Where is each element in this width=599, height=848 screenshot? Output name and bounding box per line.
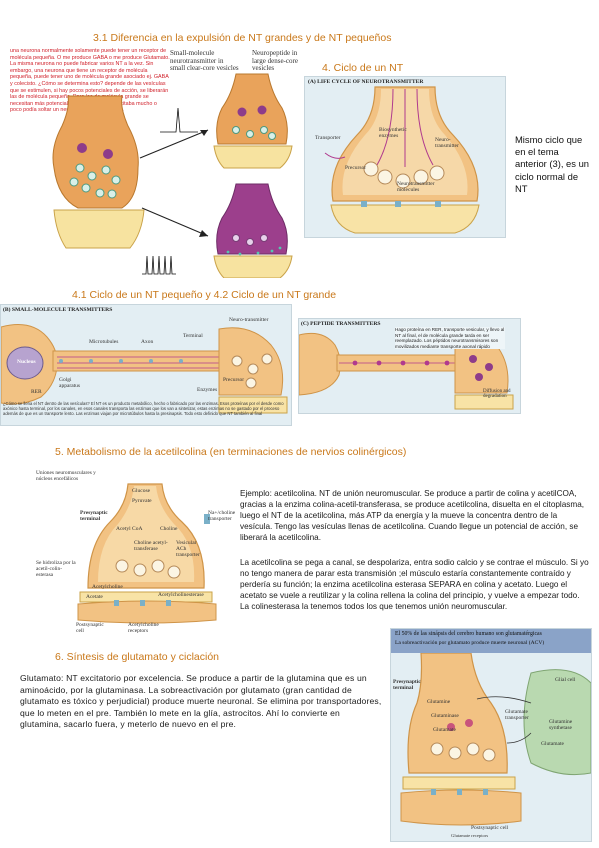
paragraph-acetylcholine-1: Ejemplo: acetilcolina. NT de unión neuro…	[240, 489, 585, 543]
label-glutaminase: Glutaminase	[431, 713, 459, 719]
small-molecule-drawing	[1, 324, 288, 414]
panel-title-peptide: (C) PEPTIDE TRANSMITTERS	[301, 321, 381, 327]
label-diffusion: Diffusion and degradation	[483, 389, 511, 399]
label-glutamate: Glutamate	[433, 727, 456, 733]
label-pyruvate: Pyruvate	[132, 498, 152, 504]
label-nt-molecules: Neurotransmitter molecules	[397, 181, 435, 193]
label-rer: RER	[31, 389, 42, 395]
label-postsynaptic: Postsynaptic cell	[76, 622, 104, 634]
label-glutamine-synthetase: Glutamine synthetase	[549, 719, 573, 731]
heading-4: 4. Ciclo de un NT	[322, 62, 404, 74]
label-biosynthetic-enzymes: Biosynthetic enzymes	[379, 127, 407, 139]
label-acetate: Acetate	[86, 594, 103, 600]
figure-small-molecule-cycle: (B) SMALL-MOLECULE TRANSMITTERS Nucleus …	[0, 304, 292, 426]
label-precursor: Precursor	[345, 165, 367, 171]
label-small-molecule: Small-molecule neurotransmitter in small…	[170, 49, 239, 73]
label-ach-receptors: Acetylcholine receptors	[128, 622, 159, 634]
glutamate-drawing	[391, 653, 591, 841]
vesicle-release-drawing	[52, 73, 293, 278]
figure-nt-life-cycle: (A) LIFE CYCLE OF NEUROTRANSMITTER Trans…	[304, 76, 506, 238]
label-nucleus: Nucleus	[17, 359, 36, 365]
heading-5: 5. Metabolismo de la acetilcolina (en te…	[55, 446, 407, 458]
figure-vesicle-release: una neurona normalmente solamente puede …	[10, 48, 305, 278]
note-peptide: Hago proteína en RER, transporte vesicul…	[395, 327, 505, 350]
panel-title-life-cycle: (A) LIFE CYCLE OF NEUROTRANSMITTER	[308, 79, 424, 85]
acetylcholine-drawing	[77, 483, 217, 624]
life-cycle-drawing	[324, 86, 480, 234]
label-enzymes: Enzymes	[197, 387, 218, 393]
label-neuropeptide: Neuropeptide in large dense-core vesicle…	[252, 49, 298, 73]
heading-3-1: 3.1 Diferencia en la expulsión de NT gra…	[93, 32, 392, 44]
heading-6: 6. Síntesis de glutamato y ciclación	[55, 651, 220, 663]
note-small-molecule: ¿Cómo se llena el NT dentro de las vesíc…	[3, 401, 284, 417]
label-acetyl-coa: Acetyl CoA	[116, 526, 143, 532]
figure-glutamate: El 50% de las sinápsis del cerebro human…	[390, 628, 592, 842]
label-glial-cell: Glial cell	[555, 677, 576, 683]
label-choline: Choline	[160, 526, 178, 532]
label-golgi: Golgi apparatus	[59, 377, 81, 389]
paragraph-acetylcholine-2: La acetilcolina se pega a canal, se desp…	[240, 558, 589, 612]
label-postsynaptic-g: Postsynaptic cell	[471, 825, 509, 831]
label-axon: Axon	[141, 339, 154, 345]
panel-title-small-molecule: (B) SMALL-MOLECULE TRANSMITTERS	[3, 307, 113, 313]
figure-acetylcholine: Uniones neuromusculares y núcleos encefá…	[36, 470, 238, 636]
banner-glutamatergic: El 50% de las sinápsis del cerebro human…	[395, 631, 542, 637]
label-glutamine: Glutamine	[427, 699, 451, 705]
banner-overactivation: La sobreactivación por glutamato produce…	[395, 640, 545, 646]
label-neurotransmitter-b: Neuro-transmitter	[229, 317, 269, 323]
side-note-cycle: Mismo ciclo que en el tema anterior (3),…	[515, 134, 589, 194]
label-microtubules: Microtubules	[89, 339, 119, 345]
label-presynaptic: Presynaptic terminal	[80, 510, 108, 522]
label-chat: Choline acetyl-transferase	[134, 540, 168, 552]
paragraph-glutamate: Glutamato: NT excitatorio por excelencia…	[20, 673, 382, 730]
label-neuromuscular: Uniones neuromusculares y núcleos encefá…	[36, 470, 96, 482]
label-terminal: Terminal	[183, 333, 203, 339]
label-neurotransmitter: Neuro-transmitter	[435, 137, 459, 149]
label-presynaptic-g: Presynaptic terminal	[393, 679, 421, 691]
label-ache: Acetylcholinesterase	[158, 592, 204, 598]
label-acetylcholine: Acetylcholine	[92, 584, 123, 590]
label-precursor-b: Precursor	[223, 377, 245, 383]
label-vglut: Glutamate	[541, 741, 564, 747]
label-glutamate-receptors: Glutamate receptors	[451, 833, 489, 838]
label-transporter: Transporter	[315, 135, 341, 141]
label-glutamate-transporter: Glutamate transporter	[505, 709, 529, 721]
label-na-choline-transporter: Na+/choline transporter	[208, 510, 236, 522]
label-vesicular-transporter: Vesicular ACh transporter	[176, 540, 200, 558]
label-glucose: Glucose	[132, 488, 151, 494]
label-hydrolysis: Se hidroliza por la acetil-colin-esteras…	[36, 560, 76, 578]
figure-peptide-cycle: (C) PEPTIDE TRANSMITTERS Hago proteína e…	[298, 318, 521, 414]
heading-4-1: 4.1 Ciclo de un NT pequeño y 4.2 Ciclo d…	[72, 289, 337, 301]
